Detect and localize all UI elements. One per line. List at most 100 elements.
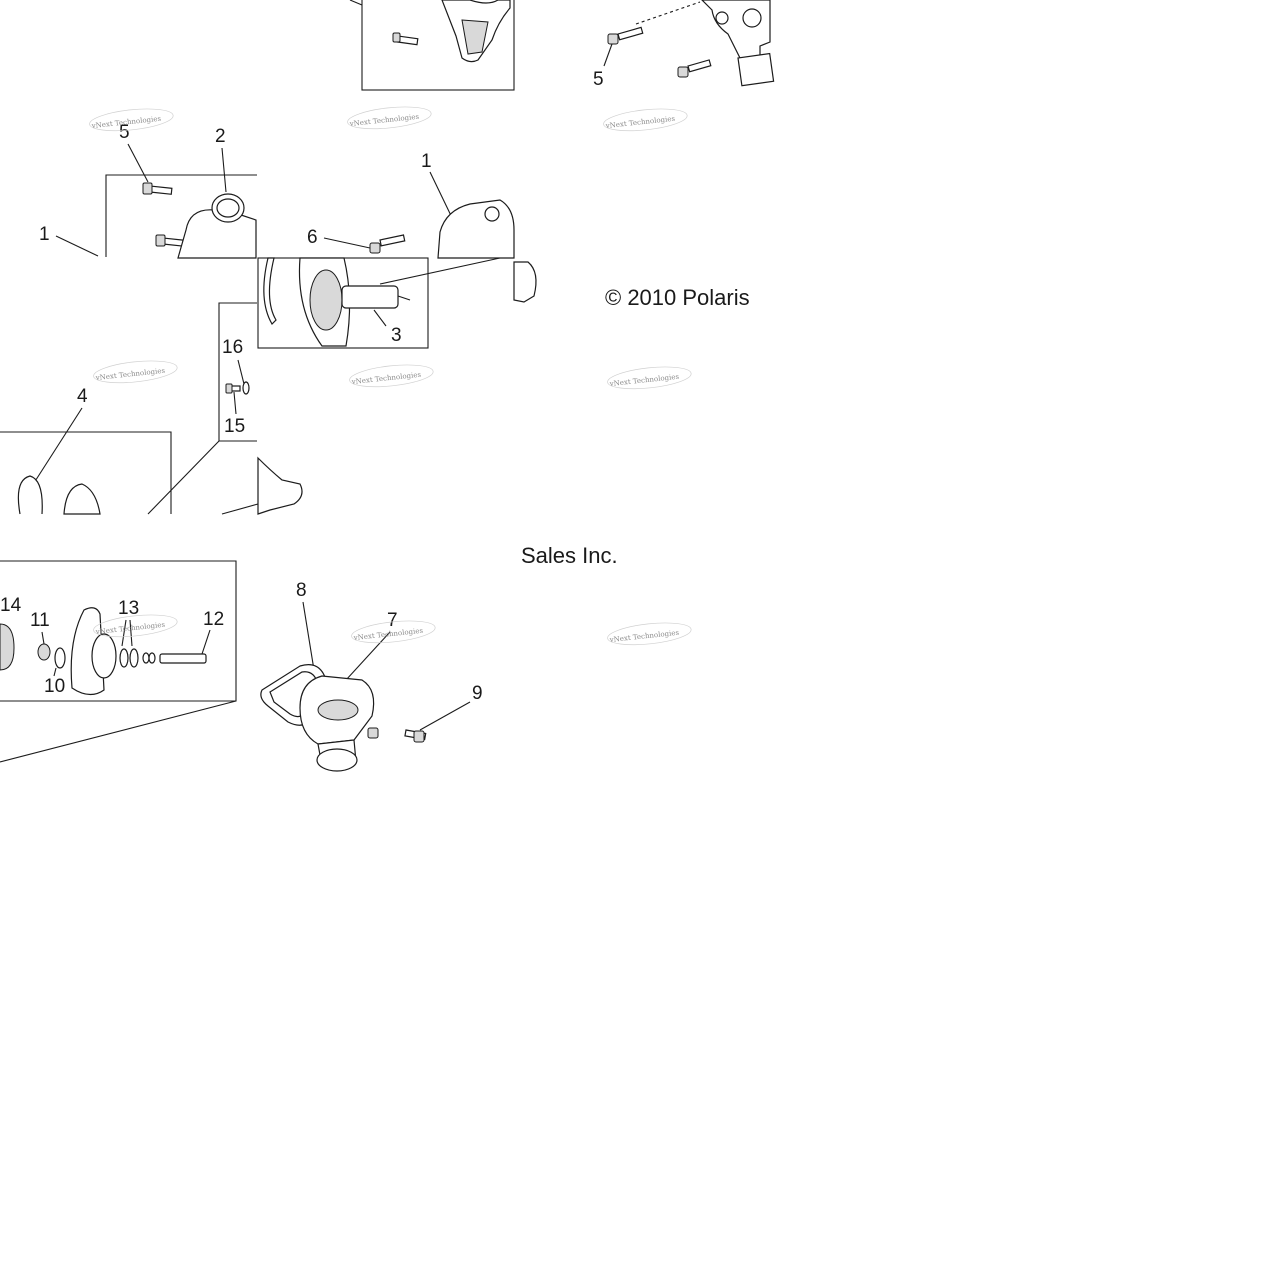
leader-15 — [233, 391, 237, 415]
bolt — [142, 182, 173, 195]
leader-9 — [419, 701, 471, 731]
callout-16: 16 — [222, 337, 243, 358]
impeller — [0, 623, 15, 671]
pump-housing-edge — [513, 261, 537, 303]
watermark: vNext Technologies — [603, 108, 688, 132]
coolant-elbow — [177, 209, 257, 259]
callout-8: 8 — [296, 580, 307, 601]
watermark: vNext Technologies — [93, 614, 178, 638]
leader-5-left — [127, 143, 149, 183]
leader-3 — [373, 309, 387, 327]
svg-text:vNext Technologies: vNext Technologies — [608, 373, 679, 388]
pipe-opening — [316, 748, 358, 772]
dash-leader — [635, 1, 701, 25]
detail-frame — [105, 174, 257, 257]
callout-7: 7 — [387, 610, 398, 631]
callout-4: 4 — [77, 386, 88, 407]
drive-shaft — [341, 285, 399, 309]
housing-recess — [317, 699, 359, 721]
svg-text:vNext Technologies: vNext Technologies — [608, 629, 679, 644]
svg-text:vNext Technologies: vNext Technologies — [94, 367, 165, 382]
seal — [54, 647, 66, 669]
leader-10 — [53, 667, 57, 677]
tile-middle-center: 1 6 3 — [257, 151, 515, 349]
frame-link — [147, 440, 220, 515]
callout-14: 14 — [0, 595, 22, 616]
callout-2: 2 — [215, 126, 226, 147]
bolt — [369, 234, 406, 254]
svg-text:vNext Technologies: vNext Technologies — [604, 115, 675, 130]
watermark: vNext Technologies — [347, 106, 432, 130]
leader-7 — [345, 631, 391, 681]
o-ring — [119, 648, 129, 668]
o-ring — [142, 652, 150, 664]
leader-8 — [302, 601, 315, 671]
o-ring-gasket — [17, 475, 43, 515]
housing-port — [484, 206, 500, 222]
washer — [242, 381, 250, 395]
pump-housing — [437, 199, 515, 259]
leader-top — [349, 0, 363, 6]
bearing-plate — [91, 633, 117, 679]
watermark: vNext Technologies — [349, 364, 434, 388]
nut — [37, 643, 51, 661]
tile-lower-middle: Sales Inc. — [521, 543, 618, 568]
bolt — [677, 59, 712, 78]
callout-12: 12 — [203, 609, 224, 630]
detail-frame — [218, 302, 257, 442]
svg-text:vNext Technologies: vNext Technologies — [348, 113, 419, 128]
frame-link — [221, 503, 259, 515]
bolt — [404, 729, 427, 743]
callout-1-mid: 1 — [421, 151, 432, 172]
outlet-tube — [737, 52, 775, 87]
tile-bottom-left: 14 11 10 13 12 — [0, 560, 237, 763]
bolt — [392, 32, 419, 46]
shaft-line — [397, 295, 411, 301]
leader-4 — [31, 407, 83, 487]
svg-text:vNext Technologies: vNext Technologies — [350, 371, 421, 386]
housing-port — [742, 8, 762, 28]
gasket — [263, 257, 277, 325]
callout-3: 3 — [391, 325, 402, 346]
callout-9: 9 — [472, 683, 483, 704]
bolt — [225, 383, 241, 394]
o-ring — [129, 648, 139, 668]
detail-frame — [0, 560, 237, 702]
leader-6 — [323, 237, 371, 249]
callout-15: 15 — [224, 416, 245, 437]
leader-12 — [201, 629, 211, 655]
pump-housing-rib — [461, 19, 489, 55]
tile-middle-right: © 2010 Polaris — [513, 261, 750, 310]
watermark: vNext Technologies — [93, 360, 178, 384]
bolt — [367, 727, 379, 739]
tile-bottom-middle: 8 7 9 — [260, 580, 483, 772]
impeller — [309, 269, 343, 331]
copyright-line-2: Sales Inc. — [521, 543, 618, 568]
leader-13a — [121, 619, 127, 647]
callout-10: 10 — [44, 676, 65, 697]
tile-top-middle — [349, 0, 515, 91]
callout-5-left: 5 — [119, 122, 130, 143]
leader-2 — [221, 147, 227, 193]
housing-port — [715, 11, 729, 25]
leader-16 — [237, 359, 245, 385]
watermark: vNext Technologies — [607, 366, 692, 390]
watermark: vNext Technologies — [89, 108, 174, 132]
copyright-line-1: © 2010 Polaris — [605, 285, 750, 310]
callout-1-left: 1 — [39, 224, 50, 245]
pump-assembly — [257, 456, 303, 515]
leader-1-left — [55, 235, 99, 257]
frame-link — [379, 257, 501, 285]
pump-shaft — [159, 653, 207, 664]
detail-frame — [361, 0, 515, 91]
frame-link — [0, 700, 237, 763]
tile-lower-left: 16 15 4 — [0, 302, 303, 515]
bolt — [155, 234, 186, 247]
callout-11: 11 — [30, 610, 50, 631]
callout-6: 6 — [307, 227, 318, 248]
watermark: vNext Technologies — [351, 620, 436, 644]
o-ring — [148, 652, 156, 664]
callout-5-top: 5 — [593, 69, 604, 90]
detail-frame — [0, 431, 172, 514]
tile-middle-left: 1 5 2 — [39, 122, 257, 259]
